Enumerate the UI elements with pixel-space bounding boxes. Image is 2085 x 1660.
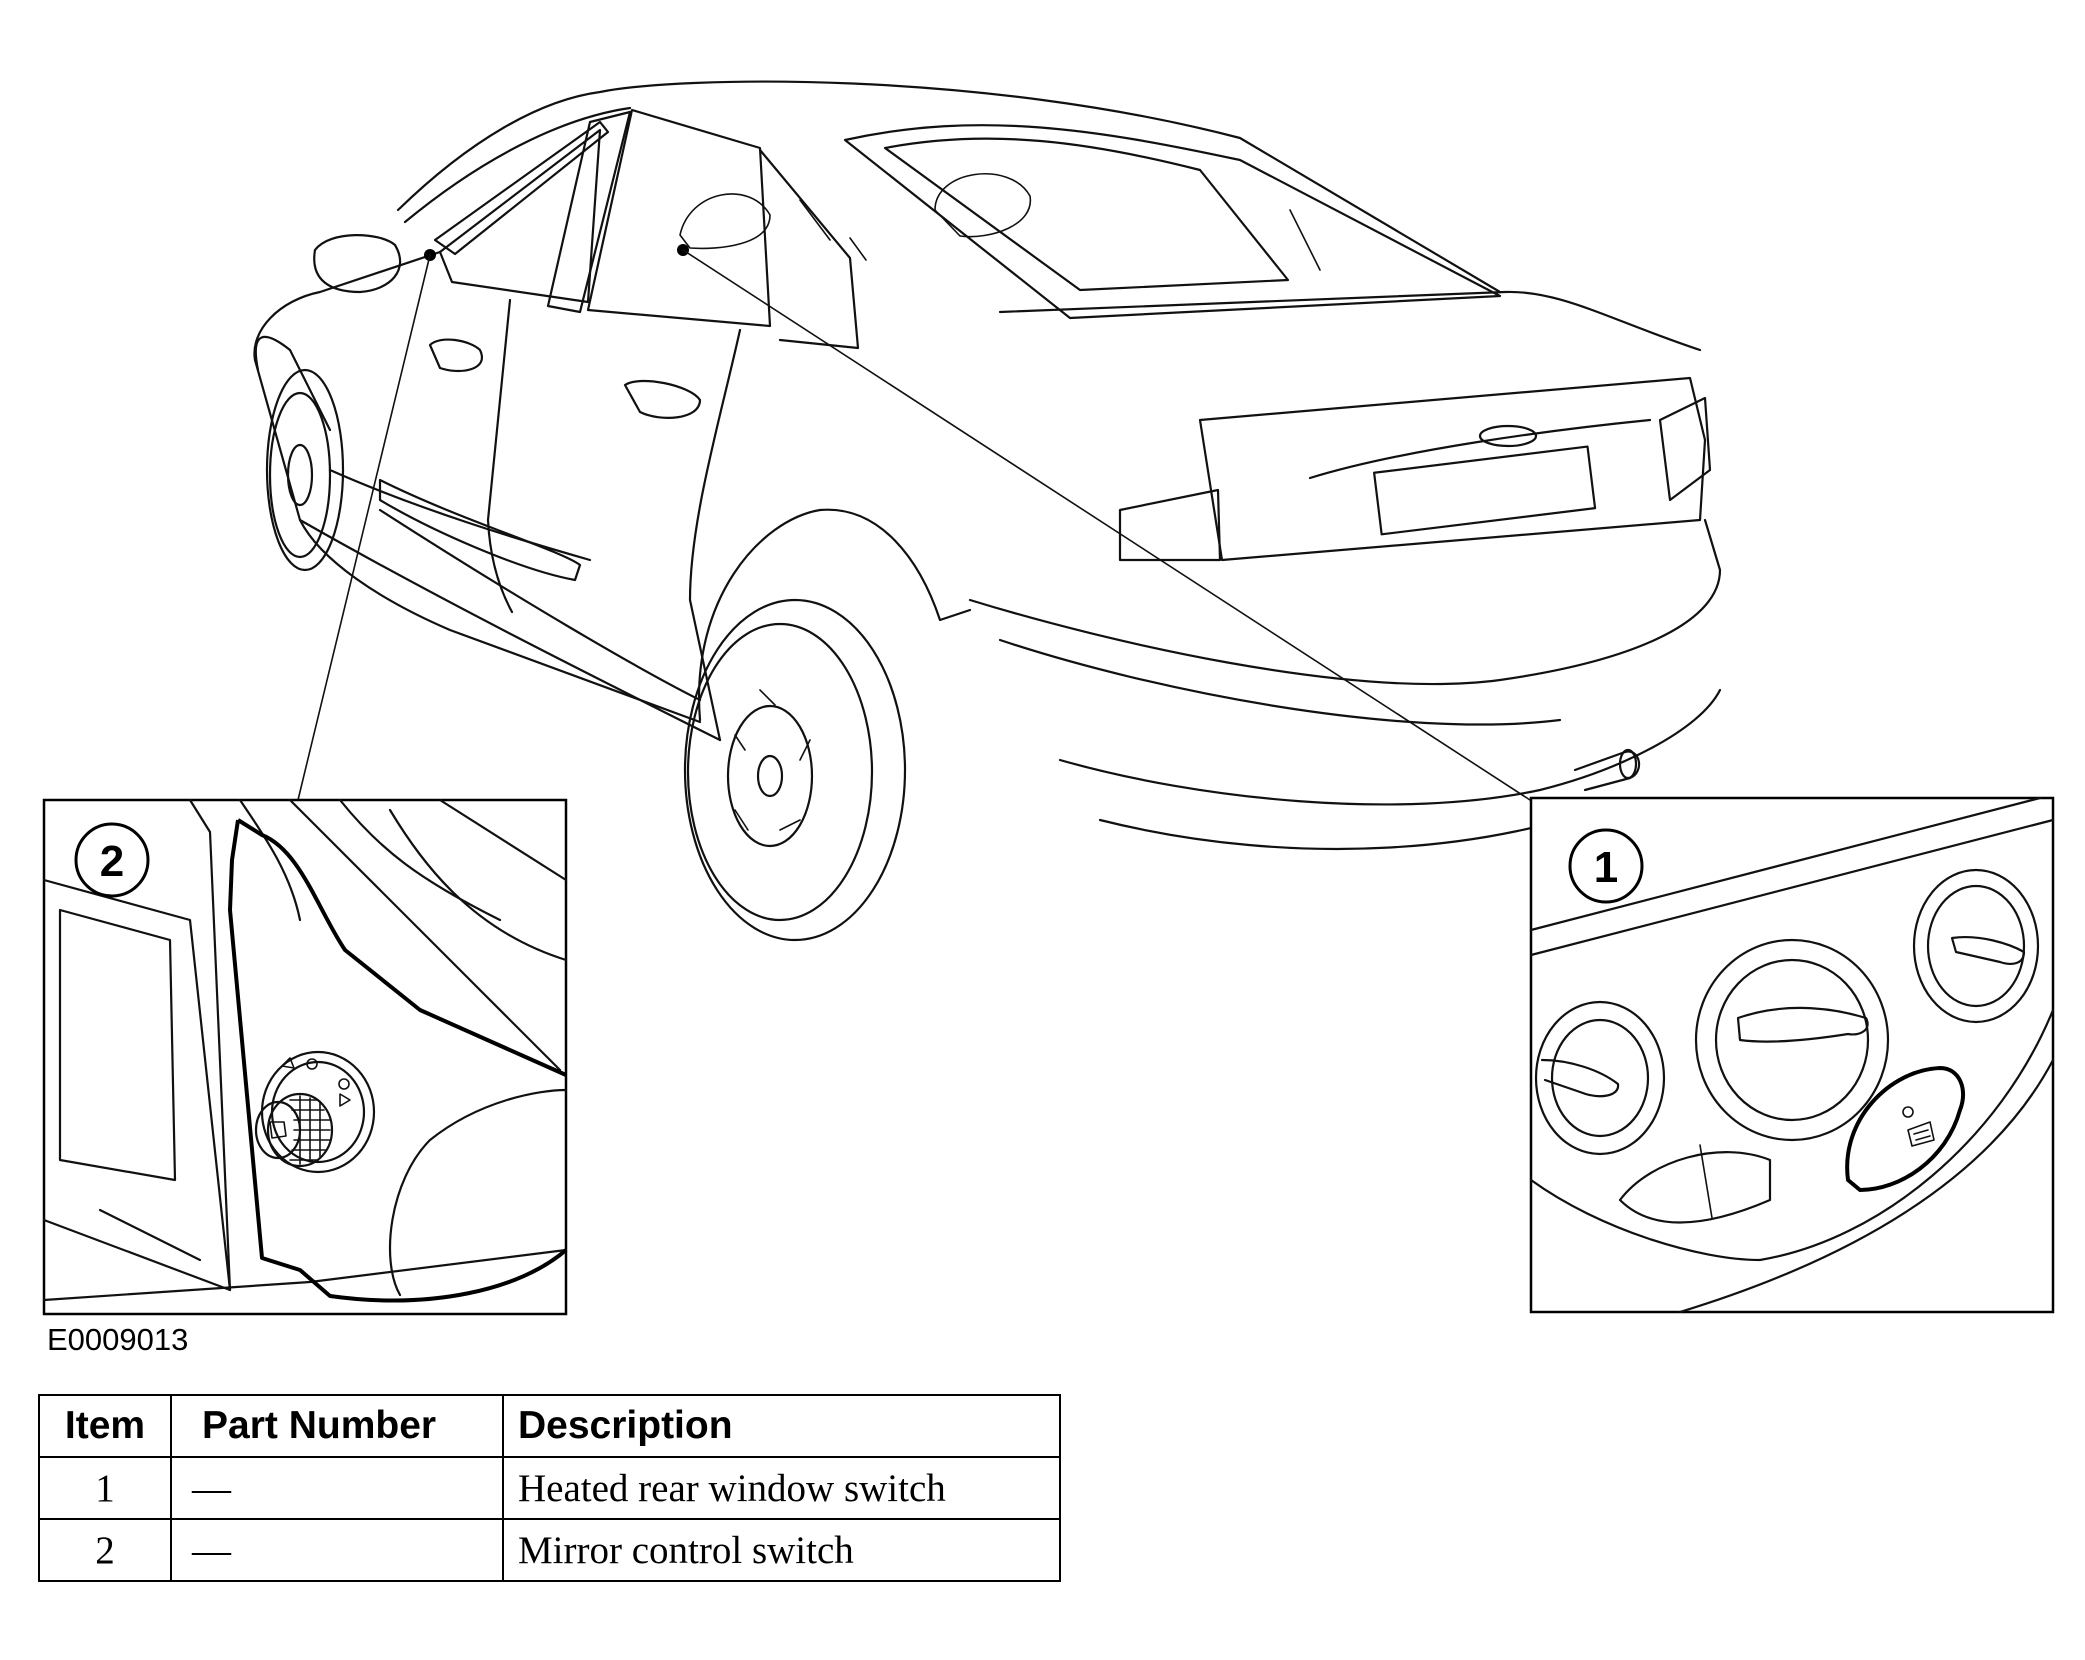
cell-description: Mirror control switch <box>502 1518 1061 1582</box>
detail-panel-mirror-switch: 2 <box>42 798 568 1316</box>
callout-1-number: 1 <box>1594 843 1618 892</box>
cell-part-number: — <box>170 1518 504 1582</box>
cell-part-number: — <box>170 1456 504 1520</box>
column-header-description: Description <box>502 1394 1061 1458</box>
figure-id: E0009013 <box>47 1322 189 1357</box>
parts-table: Item Part Number Description 1 — Heated … <box>38 1394 1061 1582</box>
cell-item: 2 <box>38 1518 172 1582</box>
cell-description: Heated rear window switch <box>502 1456 1061 1520</box>
car-illustration <box>253 80 1722 942</box>
table-row: 2 — Mirror control switch <box>38 1518 1061 1582</box>
column-header-part-number: Part Number <box>170 1394 504 1458</box>
table-header-row: Item Part Number Description <box>38 1394 1061 1458</box>
column-header-item: Item <box>38 1394 172 1458</box>
callout-2-number: 2 <box>100 837 124 886</box>
cell-item: 1 <box>38 1456 172 1520</box>
table-row: 1 — Heated rear window switch <box>38 1456 1061 1520</box>
detail-panel-heated-rear-window-switch: 1 <box>1529 796 2055 1314</box>
